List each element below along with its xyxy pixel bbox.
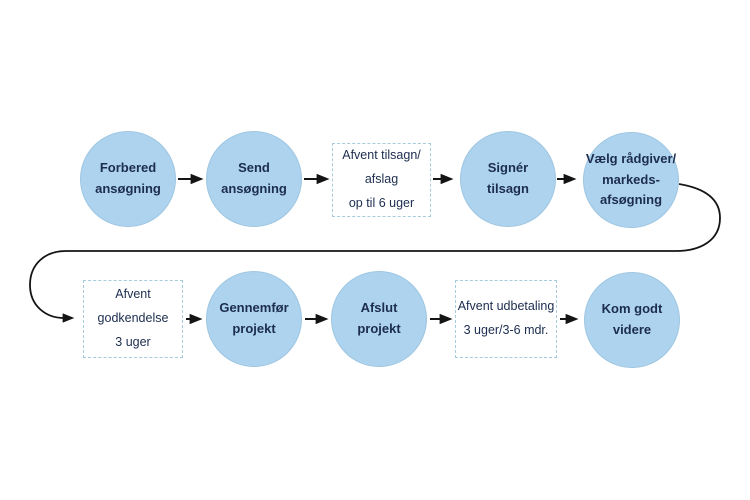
wait-afvent-udbetaling: Afvent udbetaling 3 uger/3-6 mdr. <box>455 280 557 358</box>
wait-afvent-tilsagn: Afvent tilsagn/ afslag op til 6 uger <box>332 143 431 217</box>
step-kom-godt-videre: Kom godt videre <box>584 272 680 368</box>
step-label: Forbered ansøgning <box>95 160 161 196</box>
step-signer-tilsagn: Signér tilsagn <box>460 131 556 227</box>
wait-label: Afvent udbetaling 3 uger/3-6 mdr. <box>457 299 555 337</box>
wait-label: Afvent tilsagn/ afslag op til 6 uger <box>342 148 421 210</box>
step-forbered-ansoegning: Forbered ansøgning <box>80 131 176 227</box>
wait-label: Afvent godkendelse 3 uger <box>97 287 169 349</box>
step-label: Vælg rådgiver/ markeds- afsøgning <box>585 150 677 208</box>
arrow-vaelg-to-godkendelse <box>29 183 721 323</box>
step-label: Send ansøgning <box>221 160 287 196</box>
step-label: Gennemfør projekt <box>219 300 289 336</box>
step-vaelg-raadgiver: Vælg rådgiver/ markeds- afsøgning <box>583 132 679 228</box>
step-send-ansoegning: Send ansøgning <box>206 131 302 227</box>
step-label: Afslut projekt <box>357 300 401 336</box>
wait-afvent-godkendelse: Afvent godkendelse 3 uger <box>83 280 183 358</box>
step-label: Signér tilsagn <box>487 160 529 196</box>
step-gennemfoer-projekt: Gennemfør projekt <box>206 271 302 367</box>
step-label: Kom godt videre <box>601 301 663 337</box>
step-afslut-projekt: Afslut projekt <box>331 271 427 367</box>
